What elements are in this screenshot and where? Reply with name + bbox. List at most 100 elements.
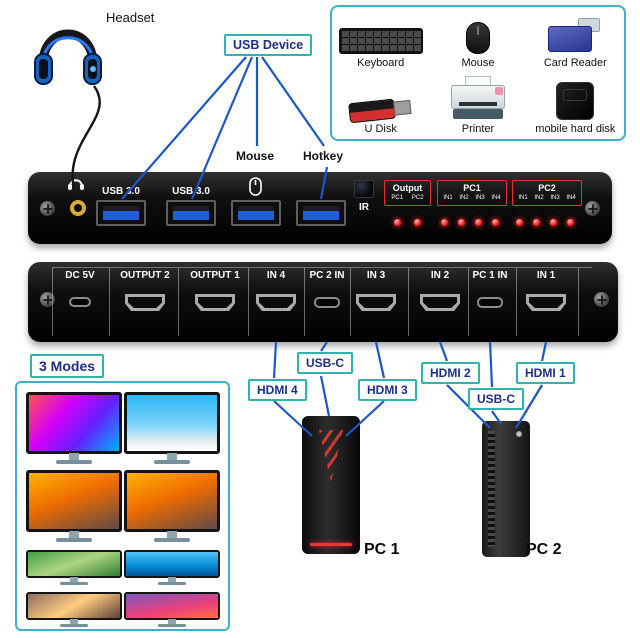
led-indicator xyxy=(516,219,523,226)
usbc-port xyxy=(477,297,503,308)
port-label: IN 4 xyxy=(266,270,286,281)
monitor xyxy=(26,470,122,544)
hdmi-port xyxy=(356,294,396,311)
usbc-pc2-tag: USB-C xyxy=(468,388,524,410)
led-indicator xyxy=(458,219,465,226)
hdmi2-tag: HDMI 2 xyxy=(421,362,480,384)
headphone-icon xyxy=(68,179,84,190)
display-modes-box xyxy=(15,381,230,631)
usb-device-line xyxy=(261,56,325,147)
pc1-led-group: PC1 IN1 IN2 IN3 IN4 xyxy=(437,180,507,206)
peripheral-card-reader: Card Reader xyxy=(527,7,624,73)
channel-label: IN1 xyxy=(518,195,528,201)
led-indicator xyxy=(394,219,401,226)
peripheral-label: U Disk xyxy=(364,123,397,135)
peripheral-label: Keyboard xyxy=(357,57,405,69)
channel-label: PC1 xyxy=(391,195,404,201)
pc1-label: PC 1 xyxy=(364,541,400,558)
port-label: IN 1 xyxy=(536,270,556,281)
usbc-pc1-line xyxy=(319,375,331,417)
panel-divider xyxy=(304,268,305,336)
mobile-hard-disk-icon xyxy=(556,82,595,120)
panel-divider xyxy=(408,268,409,336)
led-indicator xyxy=(475,219,482,226)
led-indicator xyxy=(414,219,421,226)
panel-divider xyxy=(350,268,351,336)
hdmi-port xyxy=(420,294,460,311)
port-label: DC 5V xyxy=(65,270,95,281)
hdmi-port xyxy=(526,294,566,311)
backport-in3: IN 3 xyxy=(345,270,407,311)
usb-device-tag: USB Device xyxy=(224,34,313,56)
screw-icon xyxy=(40,292,55,307)
usb-peripherals-box: Keyboard Mouse Card Reader U Disk Printe… xyxy=(330,5,626,141)
ir-label: IR xyxy=(359,202,369,213)
pc2-led-group: PC2 IN1 IN2 IN3 IN4 xyxy=(512,180,582,206)
headset-label: Headset xyxy=(106,10,155,25)
peripheral-printer: Printer xyxy=(429,73,526,139)
monitor xyxy=(124,392,220,466)
usbc-pc1-line xyxy=(320,341,328,352)
pc2-vents xyxy=(488,431,495,547)
panel-edge-line xyxy=(52,267,592,268)
monitor xyxy=(26,550,122,588)
channel-label: IN1 xyxy=(443,195,453,201)
printer-icon xyxy=(450,76,505,120)
hdmi-port xyxy=(195,294,235,311)
backport-output1: OUTPUT 1 xyxy=(184,270,246,311)
usbc-port xyxy=(69,297,91,307)
backport-pc2in: PC 2 IN xyxy=(301,270,353,308)
monitor xyxy=(124,470,220,544)
hdmi4-line xyxy=(272,341,278,379)
peripheral-keyboard: Keyboard xyxy=(332,7,429,73)
usb-port-2 xyxy=(166,200,216,226)
power-button-icon xyxy=(516,431,522,437)
usb-port-hotkey xyxy=(296,200,346,226)
backport-pc1in: PC 1 IN xyxy=(464,270,516,308)
peripheral-udisk: U Disk xyxy=(332,73,429,139)
monitor xyxy=(124,550,220,588)
led-indicator xyxy=(492,219,499,226)
port-label: OUTPUT 2 xyxy=(120,270,170,281)
peripheral-label: Printer xyxy=(461,123,495,135)
backport-in1: IN 1 xyxy=(515,270,577,311)
screw-icon xyxy=(585,201,600,216)
peripheral-mouse: Mouse xyxy=(429,7,526,73)
keyboard-icon xyxy=(338,28,423,54)
port-label: IN 3 xyxy=(366,270,386,281)
panel-divider xyxy=(578,268,579,336)
led-group-title: Output xyxy=(392,183,423,193)
led-indicator xyxy=(533,219,540,226)
peripheral-label: mobile hard disk xyxy=(535,123,616,135)
panel-divider xyxy=(248,268,249,336)
port-label: OUTPUT 1 xyxy=(190,270,240,281)
channel-label: PC2 xyxy=(411,195,424,201)
usb30-label: USB 3.0 xyxy=(102,186,140,197)
usb-port-mouse xyxy=(231,200,281,226)
panel-divider xyxy=(516,268,517,336)
pc1-tower xyxy=(302,416,360,554)
pc1-red-accent xyxy=(319,430,343,482)
kvm-back-panel: DC 5V OUTPUT 2 OUTPUT 1 IN 4 PC 2 IN IN … xyxy=(28,262,618,342)
screw-icon xyxy=(594,292,609,307)
led-group-title: PC1 xyxy=(463,183,481,193)
usbc-port xyxy=(314,297,340,308)
hotkey-port-label: Hotkey xyxy=(303,149,344,163)
backport-dc5v: DC 5V xyxy=(56,270,104,307)
port-label: PC 1 IN xyxy=(472,270,508,281)
channel-label: IN4 xyxy=(491,195,501,201)
usb30-label: USB 3.0 xyxy=(172,186,210,197)
panel-divider xyxy=(52,268,53,336)
monitor xyxy=(26,392,122,466)
port-label: PC 2 IN xyxy=(309,270,345,281)
monitor xyxy=(26,592,122,630)
hdmi-port xyxy=(256,294,296,311)
card-reader-icon xyxy=(548,18,602,54)
pc2-tower xyxy=(482,421,530,557)
audio-jack xyxy=(70,200,86,216)
channel-label: IN4 xyxy=(566,195,576,201)
led-group-title: PC2 xyxy=(538,183,556,193)
hdmi-port xyxy=(125,294,165,311)
usbc-pc2-line xyxy=(488,341,494,388)
